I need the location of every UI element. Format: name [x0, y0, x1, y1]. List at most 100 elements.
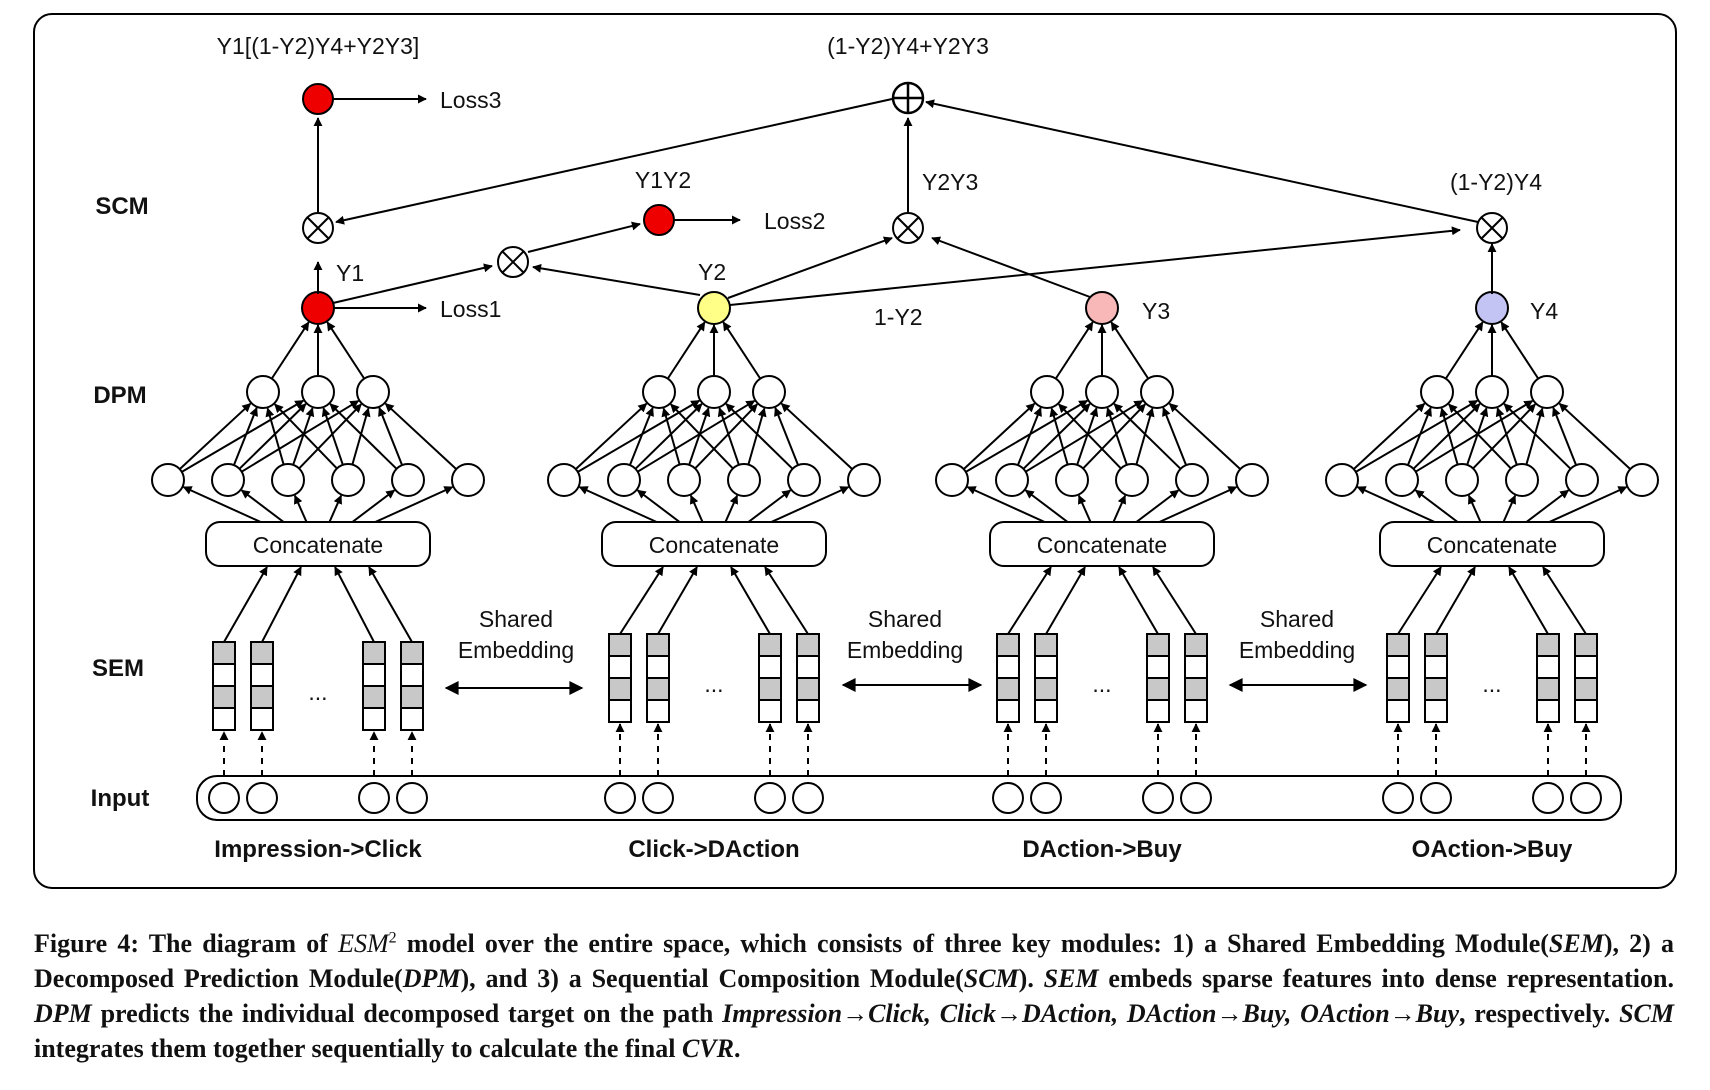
caption-model-sup: 2 [388, 929, 397, 946]
caption-p9: . [734, 1033, 741, 1063]
shared-embedding-2-line1: Shared [868, 606, 942, 632]
hidden-node-l1-6 [451, 463, 485, 497]
caption-prefix: Figure 4: The diagram of [34, 928, 339, 958]
concatenate-box [989, 521, 1215, 567]
hidden-node-l2-3 [356, 375, 390, 409]
y2-label: Y2 [698, 259, 726, 285]
caption-paths: Impression→Click, Click→DAction, DAction… [722, 998, 1460, 1028]
hidden-node-l1-6 [1235, 463, 1269, 497]
hidden-node-l1-1 [1325, 463, 1359, 497]
hidden-node-l2-1 [642, 375, 676, 409]
input-feature-node [1570, 782, 1602, 814]
hidden-node-l2-2 [1475, 375, 1509, 409]
tower-1: Concatenate...Impression->Click [151, 291, 485, 863]
caption-p3: ), and 3) a Sequential Composition Modul… [460, 963, 964, 993]
caption-scm: SCM [963, 963, 1019, 993]
multiply-node-y2y3 [892, 212, 924, 244]
figure-caption: Figure 4: The diagram of ESM2 model over… [34, 920, 1674, 1066]
embedding-vector-1 [212, 641, 236, 731]
final-product-label: Y1[(1-Y2)Y4+Y2Y3] [217, 33, 420, 59]
shared-embedding-1-line2: Embedding [458, 637, 574, 663]
caption-p6: predicts the individual decomposed targe… [91, 998, 723, 1028]
hidden-node-l2-2 [1085, 375, 1119, 409]
sum-node [891, 81, 925, 115]
concatenate-box [601, 521, 827, 567]
loss3-node [302, 83, 334, 115]
input-feature-node [604, 782, 636, 814]
concatenate-box [205, 521, 431, 567]
embedding-vector-2 [250, 641, 274, 731]
output-node-y3 [1085, 291, 1119, 325]
input-feature-node [792, 782, 824, 814]
y4-label: Y4 [1530, 298, 1558, 324]
hidden-node-l1-1 [547, 463, 581, 497]
embedding-vector-2 [1034, 633, 1058, 723]
multiply-node-y1y2 [497, 246, 529, 278]
embedding-ellipsis: ... [1092, 671, 1111, 697]
hidden-node-l2-3 [1530, 375, 1564, 409]
multiply-node-one-minus-y2-y4 [1476, 212, 1508, 244]
input-feature-node [754, 782, 786, 814]
output-node-y2 [697, 291, 731, 325]
embedding-ellipsis: ... [704, 671, 723, 697]
y1y2-label: Y1Y2 [635, 167, 691, 193]
tower-3: Concatenate...DAction->Buy [935, 291, 1269, 863]
hidden-node-l1-4 [1505, 463, 1539, 497]
hidden-node-l1-1 [151, 463, 185, 497]
input-bar [196, 775, 1622, 821]
shared-embedding-1-line1: Shared [479, 606, 553, 632]
input-feature-node [1532, 782, 1564, 814]
concatenate-box [1379, 521, 1605, 567]
hidden-node-l1-2 [211, 463, 245, 497]
hidden-node-l1-3 [1055, 463, 1089, 497]
embedding-vector-3 [1536, 633, 1560, 723]
hidden-node-l2-3 [1140, 375, 1174, 409]
sum-label: (1-Y2)Y4+Y2Y3 [827, 33, 989, 59]
prediction-towers: Concatenate...Impression->ClickConcatena… [151, 291, 1659, 863]
hidden-node-l1-6 [847, 463, 881, 497]
hidden-node-l2-1 [1420, 375, 1454, 409]
caption-cvr: CVR [681, 1033, 734, 1063]
embedding-vector-1 [996, 633, 1020, 723]
caption-dpm2: DPM [34, 998, 92, 1028]
caption-p2: ), 2) a Decomposed Prediction Module( [34, 928, 1674, 993]
hidden-node-l1-1 [935, 463, 969, 497]
caption-model: ESM [338, 928, 389, 958]
task-label-4: OAction->Buy [1412, 836, 1573, 863]
task-label-2: Click->DAction [628, 836, 799, 863]
loss2-label: Loss2 [764, 208, 825, 234]
hidden-node-l1-5 [391, 463, 425, 497]
embedding-vector-3 [1146, 633, 1170, 723]
caption-p5: embeds sparse features into dense repres… [1098, 963, 1674, 993]
task-label-1: Impression->Click [214, 836, 422, 863]
input-feature-node [1420, 782, 1452, 814]
hidden-node-l1-5 [1175, 463, 1209, 497]
hidden-node-l1-4 [727, 463, 761, 497]
hidden-node-l2-2 [697, 375, 731, 409]
caption-scm2: SCM [1619, 998, 1674, 1028]
tower-2: Concatenate... Click->DAction [547, 291, 881, 863]
hidden-node-l1-2 [995, 463, 1029, 497]
hidden-node-l1-3 [1445, 463, 1479, 497]
y1-label: Y1 [336, 260, 364, 286]
embedding-vector-2 [1424, 633, 1448, 723]
embedding-vector-4 [1574, 633, 1598, 723]
caption-p7: , respectively. [1459, 998, 1620, 1028]
loss2-node [643, 204, 675, 236]
shared-embedding-1: Shared Embedding [444, 606, 584, 695]
multiply-node-y1-sum [302, 212, 334, 244]
concatenate-label: Concatenate [1037, 532, 1167, 558]
input-feature-node [358, 782, 390, 814]
embedding-vector-1 [608, 633, 632, 723]
shared-embedding-3: Shared Embedding [1228, 606, 1368, 692]
y2y3-label: Y2Y3 [922, 169, 978, 195]
loss3-label: Loss3 [440, 87, 501, 113]
input-feature-node [208, 782, 240, 814]
shared-embedding-2: Shared Embedding [841, 606, 983, 692]
hidden-node-l2-3 [752, 375, 786, 409]
concatenate-label: Concatenate [649, 532, 779, 558]
hidden-node-l2-1 [1030, 375, 1064, 409]
y3-label: Y3 [1142, 298, 1170, 324]
caption-p4: ). [1018, 963, 1044, 993]
hidden-node-l1-6 [1625, 463, 1659, 497]
